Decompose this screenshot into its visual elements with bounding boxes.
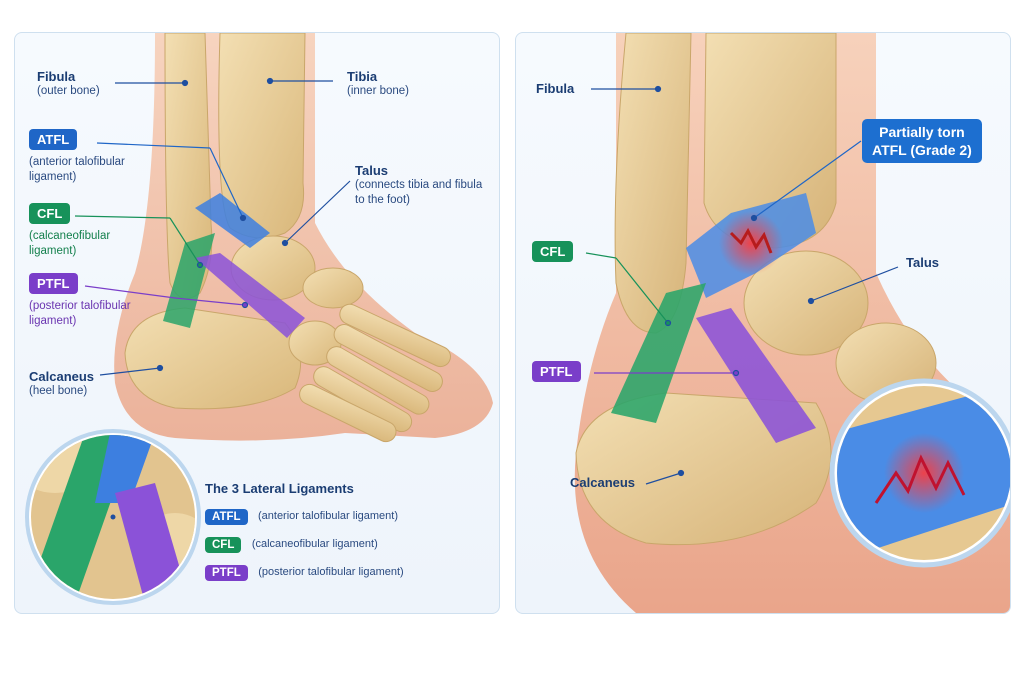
- legend-pill-atfl: ATFL: [205, 509, 248, 525]
- leader-cfl-2: [169, 217, 201, 266]
- label-fibula-right: Fibula: [536, 81, 575, 96]
- metatarsal-3: [326, 346, 430, 415]
- leader-ptfl: [84, 285, 176, 299]
- cfl-ligament-right: [611, 283, 706, 423]
- magnified-ligaments-left: [31, 435, 195, 599]
- label-talus-desc-line1: (connects tibia and fibula: [355, 179, 483, 191]
- label-cfl-desc-line2: ligament): [29, 245, 77, 257]
- pill-cfl: CFL: [29, 203, 71, 224]
- label-atfl-desc: (anterior talofibular ligament): [29, 155, 125, 185]
- legend-pill-cfl: CFL: [205, 537, 242, 553]
- label-tibia: Tibia (inner bone): [347, 69, 409, 99]
- label-tibia-subtitle: (inner bone): [347, 85, 410, 97]
- sprained-ankle-illustration: [574, 33, 1010, 613]
- label-calcaneus: Calcaneus (heel bone): [29, 369, 94, 399]
- left-panel-normal-ankle: Fibula (outer bone) Tibia (inner bone) A…: [14, 32, 500, 614]
- leader-atfl-2: [209, 147, 244, 219]
- tear-glow: [719, 211, 783, 275]
- legend-row-atfl: ATFL (anterior talofibular ligament): [205, 507, 398, 527]
- label-ptfl-desc-line2: ligament): [29, 315, 77, 327]
- legend-row-cfl: CFL (calcaneofibular ligament): [205, 535, 378, 555]
- label-talus: Talus (connects tibia and fibula to the …: [355, 163, 482, 208]
- label-talus-right: Talus: [906, 255, 939, 270]
- torn-atfl-callout-line1: Partially torn: [879, 124, 965, 140]
- label-calcaneus-right: Calcaneus: [570, 475, 636, 490]
- label-talus-desc-line2: to the foot): [355, 194, 410, 206]
- legend-desc-ptfl: (posterior talofibular ligament): [258, 565, 404, 578]
- ptfl-ligament-right: [696, 308, 816, 443]
- metatarsal-2: [333, 324, 443, 392]
- magnifier-center-dot: [110, 514, 116, 520]
- legend-title: The 3 Lateral Ligaments: [205, 481, 354, 496]
- label-calcaneus-subtitle: (heel bone): [29, 385, 88, 397]
- leader-talus-right: [810, 266, 899, 302]
- ligament-legend: The 3 Lateral Ligaments ATFL (anterior t…: [205, 473, 490, 613]
- leader-talus: [284, 180, 351, 244]
- pill-cfl-right: CFL: [532, 241, 574, 262]
- legend-pill-ptfl: PTFL: [205, 565, 248, 581]
- leader-atfl: [96, 142, 211, 149]
- normal-ankle-illustration: [25, 33, 494, 605]
- right-panel-sprained-ankle: Fibula Partially torn ATFL (Grade 2) CFL…: [515, 32, 1011, 614]
- metatarsal-5: [299, 383, 397, 443]
- leader-ptfl-2: [174, 297, 246, 306]
- label-talus-title: Talus: [355, 163, 388, 178]
- label-atfl-desc-line2: ligament): [29, 171, 77, 183]
- pill-ptfl: PTFL: [29, 273, 78, 294]
- magnified-tear-right: [837, 386, 1010, 560]
- legend-desc-cfl: (calcaneofibular ligament): [251, 537, 378, 550]
- label-ptfl-desc-line1: (posterior talofibular: [29, 300, 131, 312]
- leader-cfl-right-2: [615, 257, 669, 324]
- calcaneus-bone: [124, 307, 302, 410]
- label-cfl-desc-line1: (calcaneofibular: [29, 230, 111, 242]
- leader-calcaneus: [99, 367, 161, 376]
- label-cfl-desc: (calcaneofibular ligament): [29, 229, 110, 259]
- leader-calcaneus-right: [645, 472, 682, 485]
- label-tibia-title: Tibia: [347, 69, 378, 84]
- label-fibula-subtitle: (outer bone): [37, 85, 100, 97]
- tear-zigzag: [729, 227, 773, 254]
- torn-atfl-callout-line2: ATFL (Grade 2): [872, 142, 972, 158]
- label-atfl-desc-line1: (anterior talofibular: [29, 156, 125, 168]
- leader-cfl-right: [585, 252, 617, 259]
- leader-cfl: [74, 215, 171, 219]
- label-fibula-title: Fibula: [37, 69, 76, 84]
- metatarsal-1: [339, 303, 451, 368]
- legend-row-ptfl: PTFL (posterior talofibular ligament): [205, 563, 404, 583]
- navicular-bone: [302, 267, 364, 309]
- label-calcaneus-title: Calcaneus: [29, 369, 95, 384]
- label-fibula: Fibula (outer bone): [37, 69, 100, 99]
- ptfl-ligament: [195, 253, 305, 338]
- pill-ptfl-right: PTFL: [532, 361, 581, 382]
- leader-torn: [753, 140, 862, 219]
- talus-bone-right: [743, 250, 869, 356]
- label-ptfl-desc: (posterior talofibular ligament): [29, 299, 131, 329]
- pill-atfl: ATFL: [29, 129, 78, 150]
- fibula-bone-right: [614, 33, 692, 334]
- legend-desc-atfl: (anterior talofibular ligament): [257, 509, 398, 522]
- atfl-ligament: [195, 193, 270, 248]
- torn-atfl-callout: Partially torn ATFL (Grade 2): [862, 119, 982, 163]
